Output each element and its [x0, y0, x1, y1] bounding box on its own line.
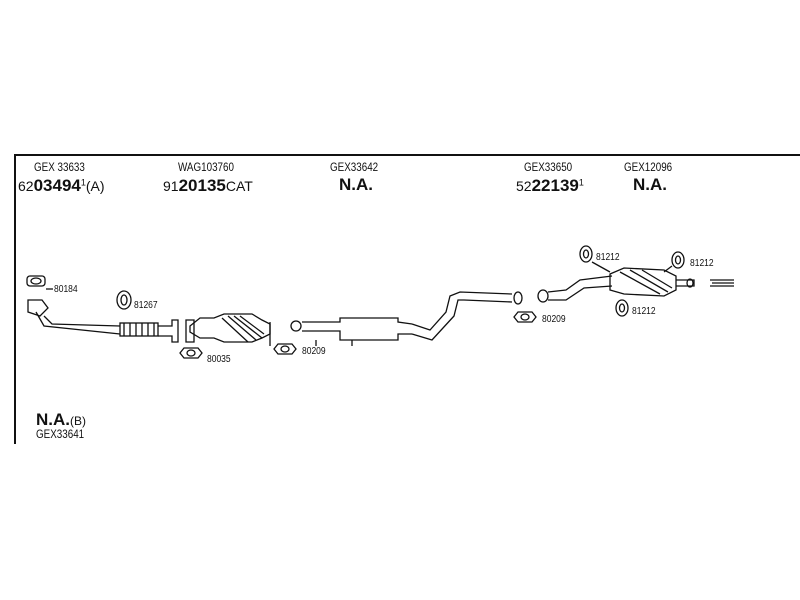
footer-na-suffix: (B)	[70, 414, 86, 428]
ring-icon	[579, 245, 593, 263]
ring-icon	[615, 299, 629, 317]
footer-part-code: GEX33641	[36, 427, 85, 441]
catalytic-converter	[185, 313, 271, 346]
part-prefix: 91	[163, 178, 179, 194]
gasket-icon	[513, 311, 537, 323]
leader-line	[591, 261, 611, 273]
ring-icon	[116, 290, 132, 310]
middle-pipe	[290, 291, 523, 346]
callout-ring-front: 81267	[134, 300, 158, 311]
gasket-icon	[179, 347, 203, 359]
part-sup: 1	[80, 177, 86, 188]
part-prefix: 52	[516, 178, 532, 194]
left-rule	[14, 154, 16, 444]
part-number: 9120135CAT	[163, 176, 253, 196]
footer-na-text: N.A.	[36, 410, 70, 429]
callout-gasket-rear: 80209	[542, 314, 566, 325]
part-na: N.A.	[633, 175, 667, 194]
part-main: 20135	[178, 176, 226, 195]
footer-part-na: N.A.(B)	[36, 410, 86, 430]
leader-line	[663, 265, 673, 273]
tail-pipe	[710, 279, 734, 287]
callout-gasket-cat: 80035	[207, 354, 231, 365]
part-number: 62034941(A)	[18, 176, 105, 196]
rear-muffler	[609, 267, 695, 297]
part-sup: 1	[578, 177, 584, 188]
gasket-icon	[273, 343, 297, 355]
part-code: GEX33650	[524, 160, 573, 174]
callout-gasket-front: 80184	[54, 284, 78, 295]
part-suffix: (A)	[85, 178, 105, 194]
front-downpipe	[27, 299, 179, 343]
callout-ring-r2: 81212	[690, 258, 714, 269]
part-main: 03494	[33, 176, 81, 195]
part-code: GEX33642	[330, 160, 379, 174]
rear-pipe	[537, 275, 613, 303]
top-rule	[14, 154, 800, 156]
callout-ring-r3: 81212	[632, 306, 656, 317]
part-prefix: 62	[18, 178, 34, 194]
callout-gasket-mid: 80209	[302, 346, 326, 357]
part-code: WAG103760	[178, 160, 234, 174]
part-main: 22139	[531, 176, 579, 195]
ring-icon	[671, 251, 685, 269]
gasket-icon	[26, 275, 46, 287]
part-na: N.A.	[339, 175, 373, 194]
part-code: GEX12096	[624, 160, 673, 174]
part-suffix: CAT	[225, 178, 253, 194]
callout-ring-r1: 81212	[596, 252, 620, 263]
part-code: GEX 33633	[34, 160, 85, 174]
part-number: 52221391	[516, 176, 584, 196]
